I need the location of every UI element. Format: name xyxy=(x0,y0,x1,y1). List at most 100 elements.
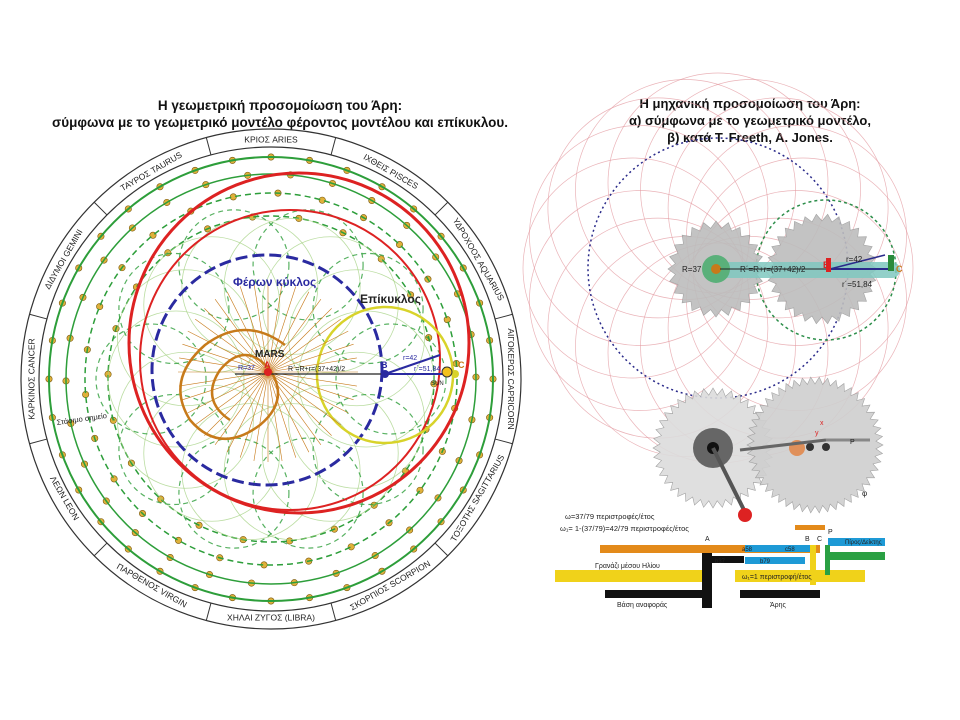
black-shaft-top xyxy=(712,556,744,563)
center-ray xyxy=(267,371,341,426)
zodiac-divider xyxy=(434,201,449,216)
point-b-label: B xyxy=(381,360,388,370)
zodiac-sign-label: ΚΡΙΟΣ ARIES xyxy=(244,134,298,144)
green-orbit-3 xyxy=(84,192,458,566)
center-ray xyxy=(267,371,297,458)
point-c-label: C xyxy=(458,360,465,370)
pin-link xyxy=(739,438,827,452)
yellow-post xyxy=(810,545,816,585)
epicycle-trace-loops xyxy=(95,209,447,549)
orbit-marker xyxy=(443,316,451,324)
center-ray xyxy=(267,299,322,373)
mars-label: MARS xyxy=(255,349,285,360)
deferent-circle xyxy=(150,253,384,487)
trace-loop-dashed xyxy=(312,393,424,506)
gear-a58-label: a58 xyxy=(742,547,753,553)
right-title-line2: α) σύμφωνα με το γεωμετρικό μοντέλο, xyxy=(629,113,871,128)
gear-b37-label: b37 xyxy=(715,559,726,565)
center-ray xyxy=(267,371,354,401)
point-c-marker xyxy=(888,255,894,271)
zodiac-divider xyxy=(330,137,337,156)
base-label: Βάση αναφοράς xyxy=(617,601,668,609)
trace-loop xyxy=(143,236,281,374)
r37-label: R=37 xyxy=(238,365,255,372)
zodiac-divider xyxy=(205,602,212,621)
point-c-dot xyxy=(451,370,459,378)
center-ray xyxy=(182,371,269,401)
red-orbit-circle xyxy=(127,171,471,515)
sun-label: SUN xyxy=(431,381,444,387)
trace-loop xyxy=(261,384,399,522)
gear-b79-label: b79 xyxy=(760,559,771,565)
zodiac-sign-label: ΑΙΓΟΚΕΡΩΣ CAPRICORN xyxy=(506,328,516,429)
center-ray xyxy=(267,343,354,373)
center-ray xyxy=(267,371,283,461)
trace-loop xyxy=(297,310,435,448)
pin-dark-2 xyxy=(822,443,830,451)
gear-c58-label: c58 xyxy=(785,547,795,553)
center-ray xyxy=(226,291,269,373)
schema-c-label: C xyxy=(817,536,822,543)
center-ray xyxy=(214,371,269,445)
orbit-marker xyxy=(347,543,355,551)
black-shaft-vertical xyxy=(702,553,712,608)
green-vertical xyxy=(825,545,830,575)
gear-r42-label: r=42 xyxy=(846,255,863,264)
zodiac-outer-ring xyxy=(20,128,522,630)
center-ray xyxy=(253,283,269,373)
right-title-line1: Η μηχανική προσομοίωση του Άρη: xyxy=(639,96,861,111)
zodiac-sign-label: ΚΑΡΚΙΝΟΣ CANCER xyxy=(26,338,36,419)
trace-loop xyxy=(261,236,399,374)
center-ray xyxy=(187,371,269,414)
r5184-label: r΄=51,84 xyxy=(414,366,440,373)
red-orbit-circle-2 xyxy=(139,209,441,511)
center-ray xyxy=(267,371,310,453)
zodiac-sign-label: ΧΗΛΑΙ ΖΥΓΟΣ (LIBRA) xyxy=(227,612,315,622)
trace-loop xyxy=(288,269,425,407)
right-title-line3: β) κατά T. Freeth, A. Jones. xyxy=(667,130,833,145)
zodiac-divider xyxy=(29,313,48,320)
pink-trace-circle xyxy=(667,97,889,319)
trace-loop-dashed xyxy=(95,323,207,435)
schema-b-label: B xyxy=(805,536,810,543)
trace-loop-dashed xyxy=(252,437,364,549)
gear-r5184-label: r΄=51,84 xyxy=(842,280,873,289)
pink-trace-circle xyxy=(640,79,861,300)
trace-loop-dashed xyxy=(312,252,424,365)
zodiac-divider xyxy=(93,201,108,216)
zodiac-inner-ring xyxy=(38,146,504,612)
blue-gear-1 xyxy=(745,545,815,552)
gear-y-label: y xyxy=(815,430,819,437)
schema-p-label: P xyxy=(828,529,833,536)
point-a-label: A xyxy=(264,360,271,370)
center-ray xyxy=(267,283,283,373)
trace-loop-dashed xyxy=(178,209,290,321)
zodiac-divider xyxy=(434,542,449,557)
r42-label: r=42 xyxy=(403,355,417,362)
radius-b-up xyxy=(384,354,441,375)
center-ray xyxy=(267,318,341,373)
center-ray xyxy=(195,371,269,426)
center-ray xyxy=(267,308,332,373)
gear-point-c-label: C xyxy=(896,264,903,274)
gear-bottom-right xyxy=(746,376,884,514)
trace-loop xyxy=(107,310,245,448)
gear-x-label: x xyxy=(820,420,824,427)
left-diagram-title: Η γεωμετρική προσομοίωση του Άρη: σύμφων… xyxy=(20,97,540,131)
center-ray xyxy=(214,299,269,373)
mars-gear-label: Άρης xyxy=(770,602,787,609)
epicycle-label: Επίκυκλος xyxy=(360,292,421,306)
orbit-marker xyxy=(109,416,117,424)
green-pointer-bar xyxy=(828,552,885,560)
orbit-marker xyxy=(318,196,326,204)
pointer-label: Πίρος/Δείκτης xyxy=(845,540,882,546)
pink-trace-circle xyxy=(686,125,907,346)
left-title-line1: Η γεωμετρική προσομοίωση του Άρη: xyxy=(157,98,403,113)
black-base-bar-right xyxy=(740,590,820,598)
zodiac-divider xyxy=(93,542,108,557)
right-diagram-title: Η μηχανική προσομοίωση του Άρη: α) σύμφω… xyxy=(560,95,940,146)
omega-formula-1: ω=37/79 περιστροφές/έτος xyxy=(565,512,655,521)
gear-train-schematic xyxy=(555,525,885,608)
center-ray xyxy=(267,371,349,414)
